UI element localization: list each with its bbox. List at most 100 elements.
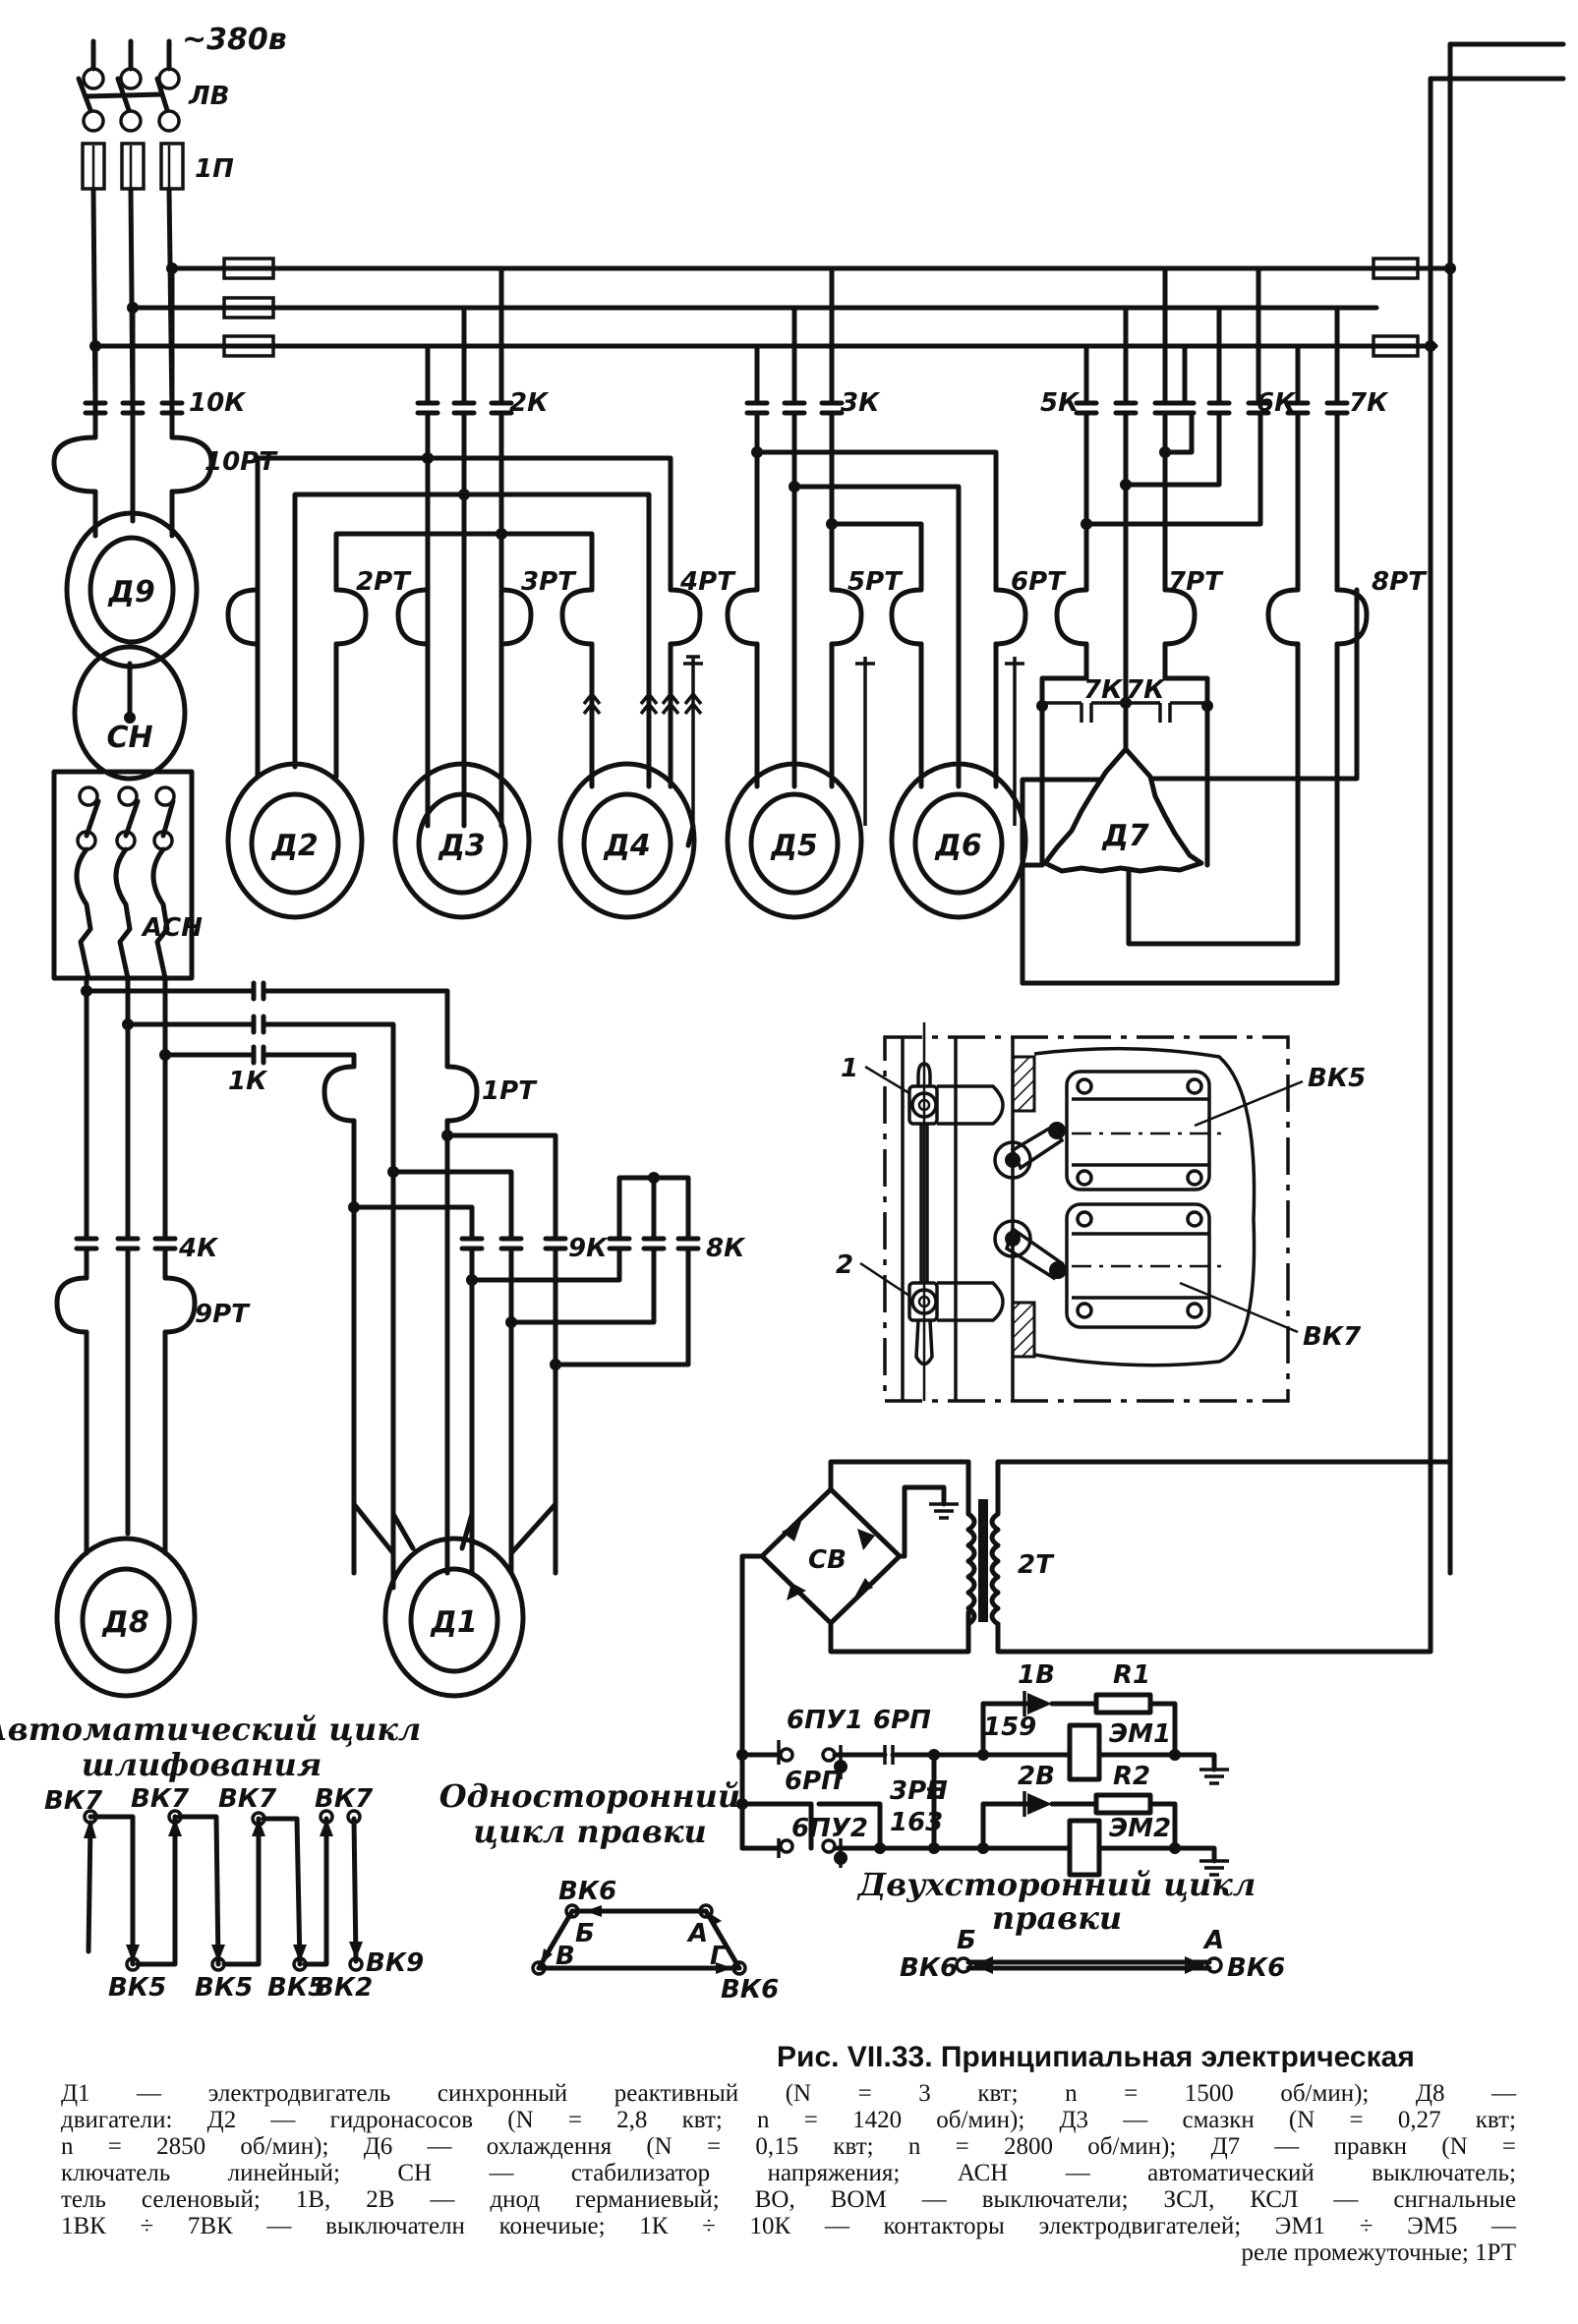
transformer-label: 2Т xyxy=(1018,1550,1055,1580)
motor-d8 xyxy=(54,1536,198,1699)
motor-d4 xyxy=(557,761,697,920)
contactor-3k-label: 3К xyxy=(841,388,881,418)
line-switch xyxy=(76,38,181,133)
relay-6rp-top-label: 6РП xyxy=(873,1706,931,1735)
line-switch-label: ЛВ xyxy=(188,82,229,111)
motor-d5-label: Д5 xyxy=(770,829,818,863)
auto-cycle-diagram xyxy=(83,1809,364,1972)
resistor-r2-label: R2 xyxy=(1113,1762,1150,1791)
diode-2v-label: 2В xyxy=(1018,1762,1055,1791)
auto-cycle-top-1: ВК7 xyxy=(44,1786,103,1816)
two-sided-cycle-diagram xyxy=(955,1956,1223,1974)
thermal-relay-5rt-label: 5РТ xyxy=(847,567,904,597)
motor-d6 xyxy=(889,761,1028,920)
contactor-4k-label: 4К xyxy=(178,1234,219,1263)
motor-d5 xyxy=(725,761,864,920)
two-sided-point-a: А xyxy=(1202,1926,1224,1955)
thermal-relay-1rt-label: 1РТ xyxy=(482,1076,538,1106)
caption-line: реле промежуточные; 1РТ xyxy=(1241,2239,1516,2266)
auto-cycle-bottom-4: ВК2 xyxy=(315,1973,373,2003)
stabilizer-sn xyxy=(72,644,188,782)
auto-cycle-bottom-1: ВК5 xyxy=(108,1973,166,2003)
caption-line: 1ВК ÷ 7ВК — выключателн конечиые; 1К ÷ 1… xyxy=(61,2213,1516,2239)
lower-power xyxy=(54,975,701,1591)
caption-line: двигатели: Д2 — гидронасосов (N = 2,8 кв… xyxy=(61,2107,1516,2133)
limit-switch-mechanism xyxy=(859,1022,1304,1403)
mechanism-callout-1: 1 xyxy=(841,1054,858,1083)
one-sided-point-g: Г xyxy=(710,1942,728,1971)
group-3k xyxy=(725,265,1028,826)
auto-cycle-bottom-2: ВК5 xyxy=(195,1973,253,2003)
contactor-10k-label: 10К xyxy=(189,388,247,418)
contactor-7k-label: 7К xyxy=(1349,388,1389,418)
diode-1v-label: 1В xyxy=(1018,1660,1055,1690)
auto-switch-asn xyxy=(51,769,195,981)
thermal-relay-3rt-label: 3РТ xyxy=(521,567,577,597)
motor-d6-label: Д6 xyxy=(934,829,982,863)
motor-d7-label: Д7 xyxy=(1101,819,1149,853)
motor-d4-label: Д4 xyxy=(603,829,651,863)
transformer-2t xyxy=(965,1459,1453,1655)
caption-line: тель селеновый; 1В, 2В — днод германиевы… xyxy=(61,2186,1516,2213)
auto-cycle-top-4: ВК7 xyxy=(315,1784,374,1814)
contactor-9k-label: 9К xyxy=(568,1234,609,1263)
relay-3rp-label: 3РП xyxy=(890,1776,948,1806)
one-sided-vk-bottom: ВК6 xyxy=(721,1975,779,2004)
motor-d1 xyxy=(382,1536,526,1699)
auto-switch-label: АСН xyxy=(141,913,203,943)
group-d7 xyxy=(1020,265,1370,986)
motor-d2-label: Д2 xyxy=(270,829,319,863)
two-sided-cycle-title-1: Двухсторонний цикл xyxy=(856,1866,1256,1903)
one-sided-cycle-title-2: цикл правки xyxy=(473,1813,707,1850)
auto-cycle-top-3: ВК7 xyxy=(218,1784,277,1814)
electromagnet-em2-label: ЭМ2 xyxy=(1109,1814,1171,1843)
caption-line: ключатель линейный; СН — стабилизатор на… xyxy=(61,2160,1516,2186)
one-sided-point-v: В xyxy=(555,1942,575,1971)
one-sided-cycle-diagram xyxy=(531,1903,747,1976)
auto-cycle-bottom-3: ВК5 xyxy=(267,1973,325,2003)
contactor-5k-label: 5К xyxy=(1040,388,1081,418)
supply-voltage-label: ~380в xyxy=(182,23,287,57)
motor-d3 xyxy=(392,761,532,920)
contactor-7k-a-label: 7К xyxy=(1083,675,1124,705)
thermal-relay-2rt-label: 2РТ xyxy=(356,567,412,597)
rectifier-bridge xyxy=(739,1459,971,1763)
pushbutton-6pu2-label: 6ПУ2 xyxy=(791,1814,868,1843)
two-sided-vk-right: ВК6 xyxy=(1227,1953,1285,1983)
contactor-2k-label: 2К xyxy=(509,388,550,418)
motor-d2 xyxy=(225,761,365,920)
pushbutton-6pu1-label: 6ПУ1 xyxy=(787,1706,863,1735)
caption-line: n = 2850 об/мин); Д6 — охлаждення (N = 0… xyxy=(61,2133,1516,2160)
contactor-8k-label: 8К xyxy=(706,1234,746,1263)
one-sided-point-a: А xyxy=(686,1919,708,1948)
relay-6rp-bottom-label: 6РП xyxy=(785,1767,843,1796)
electromagnet-em1-label: ЭМ1 xyxy=(1109,1719,1171,1749)
resistor-r1-label: R1 xyxy=(1113,1660,1150,1690)
one-sided-point-b: Б xyxy=(575,1919,595,1948)
node-163-label: 163 xyxy=(890,1808,943,1837)
motor-d1-label: Д1 xyxy=(430,1605,478,1640)
contactor-7k-b-label: 7К xyxy=(1126,675,1166,705)
motor-d3-label: Д3 xyxy=(438,829,486,863)
figure-title: Рис. VII.33. Принципиальная электрическа… xyxy=(777,2041,1415,2073)
motor-d9-label: Д9 xyxy=(107,575,155,610)
limit-switch-vk7-label: ВК7 xyxy=(1303,1322,1362,1352)
main-fuses xyxy=(81,142,185,191)
motor-d8-label: Д8 xyxy=(101,1605,149,1640)
limit-switch-vk5-label: ВК5 xyxy=(1308,1064,1366,1093)
auto-cycle-top-2: ВК7 xyxy=(131,1784,190,1814)
one-sided-cycle-title-1: Односторонний xyxy=(439,1777,740,1815)
thermal-relay-4rt-label: 4РТ xyxy=(679,567,736,597)
mechanism-callout-2: 2 xyxy=(836,1250,853,1280)
control-circuit xyxy=(736,1691,1229,1878)
two-sided-point-b: Б xyxy=(957,1926,976,1955)
group-2k xyxy=(225,265,703,848)
two-sided-cycle-title-2: правки xyxy=(992,1899,1122,1937)
thermal-relay-6rt-label: 6РТ xyxy=(1011,567,1067,597)
thermal-relay-9rt-label: 9РТ xyxy=(195,1300,251,1329)
one-sided-vk-top: ВК6 xyxy=(558,1877,616,1906)
thermal-relay-8rt-label: 8РТ xyxy=(1372,567,1428,597)
rectifier-label: СВ xyxy=(808,1545,847,1575)
fuse-label: 1П xyxy=(195,154,234,184)
